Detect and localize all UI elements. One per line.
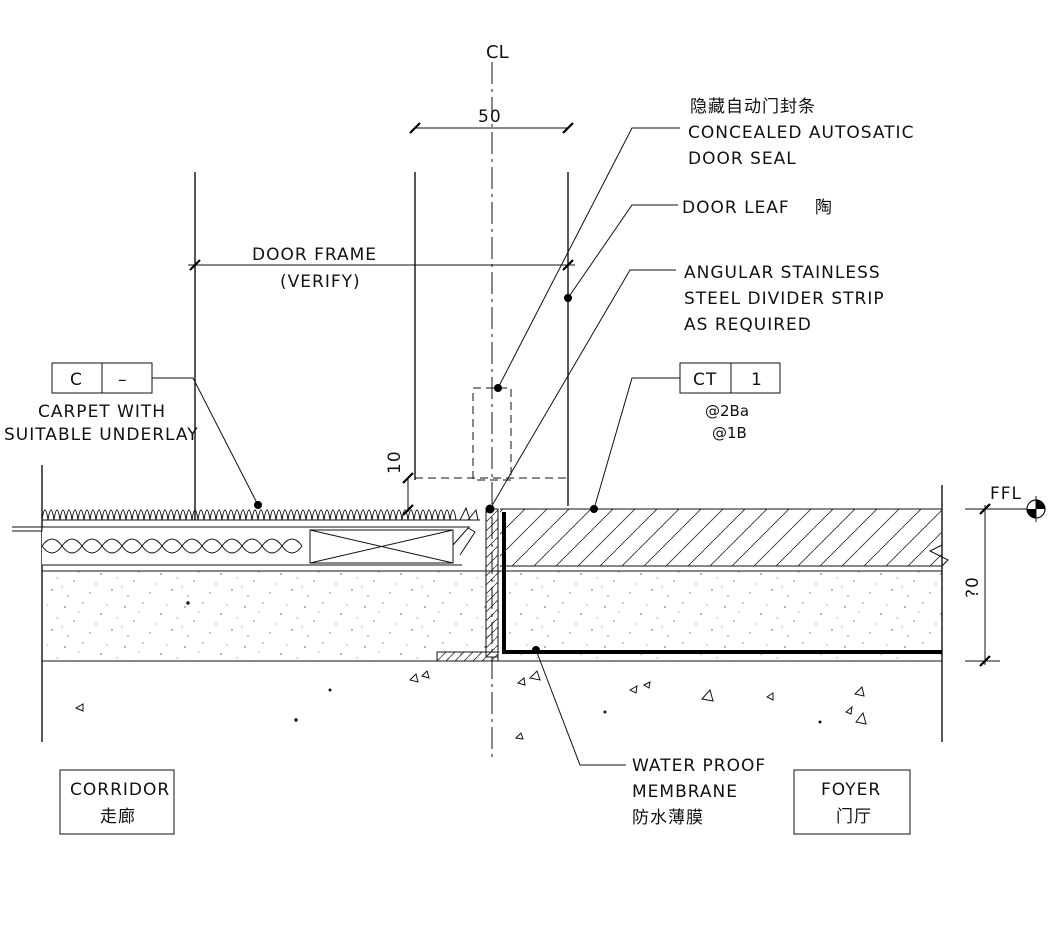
door-leaf-cn: 陶	[815, 198, 833, 218]
door-leaf-label: DOOR LEAF	[682, 198, 790, 218]
room-tag-foyer: FOYER 门厅	[793, 769, 911, 835]
callout-carpet: C – CARPET WITH SUITABLE UNDERLAY	[4, 362, 262, 509]
carpet-tag-number: –	[118, 370, 128, 390]
corridor-carpet-finish	[12, 506, 480, 566]
tile-tag-number: 1	[751, 370, 763, 390]
ffl-label: FFL	[990, 484, 1022, 504]
callout-door-leaf: DOOR LEAF 陶	[564, 198, 833, 302]
dimension-door-leaf: 50	[409, 107, 574, 134]
carpet-line2: SUITABLE UNDERLAY	[4, 425, 199, 445]
divider-line2: STEEL DIVIDER STRIP	[684, 289, 885, 309]
room-tag-corridor: CORRIDOR 走廊	[59, 769, 175, 835]
membrane-line2: MEMBRANE	[632, 782, 738, 802]
corridor-cn: 走廊	[100, 807, 136, 827]
level-datum-icon	[1026, 496, 1046, 522]
membrane-cn: 防水薄膜	[632, 808, 704, 828]
tile-tag-code: CT	[693, 370, 717, 390]
door-seal-line2: DOOR SEAL	[688, 149, 797, 169]
tile-finish-tag: CT 1	[679, 362, 781, 394]
centerline-symbol: CL	[486, 42, 509, 63]
foyer-cn: 门厅	[836, 807, 872, 827]
tile-ref2: @1B	[712, 424, 747, 442]
door-frame	[194, 172, 569, 520]
dimension-slab: ?0 FFL	[963, 484, 1046, 667]
corridor-label: CORRIDOR	[70, 780, 170, 800]
foyer-label: FOYER	[821, 780, 881, 800]
dimension-threshold: 10	[385, 450, 414, 516]
door-frame-verify: (VERIFY)	[280, 272, 361, 292]
callout-door-seal: 隐藏自动门封条 CONCEALED AUTOSATIC DOOR SEAL	[494, 97, 914, 392]
door-seal-cn: 隐藏自动门封条	[690, 97, 816, 117]
waterproof-membrane	[502, 512, 942, 654]
callout-tile: CT 1 @2Ba @1B	[590, 362, 781, 513]
tile-ref1: @2Ba	[705, 402, 749, 420]
dim-50: 50	[478, 107, 502, 127]
divider-line3: AS REQUIRED	[684, 315, 812, 335]
membrane-line1: WATER PROOF	[632, 756, 766, 776]
carpet-finish-tag: C –	[51, 362, 153, 394]
divider-line1: ANGULAR STAINLESS	[684, 263, 881, 283]
aggregate-marks	[74, 601, 867, 740]
door-frame-label: DOOR FRAME	[252, 245, 377, 265]
dim-slab: ?0	[963, 576, 983, 598]
carpet-line1: CARPET WITH	[38, 402, 166, 422]
callout-divider-strip: ANGULAR STAINLESS STEEL DIVIDER STRIP AS…	[485, 263, 885, 514]
door-seal-line1: CONCEALED AUTOSATIC	[688, 123, 914, 143]
foyer-tile-finish	[500, 508, 949, 567]
callout-membrane: WATER PROOF MEMBRANE 防水薄膜	[532, 646, 766, 828]
carpet-tag-code: C	[70, 370, 83, 390]
dim-10: 10	[385, 450, 405, 474]
dimension-door-frame: DOOR FRAME (VERIFY)	[188, 245, 575, 292]
